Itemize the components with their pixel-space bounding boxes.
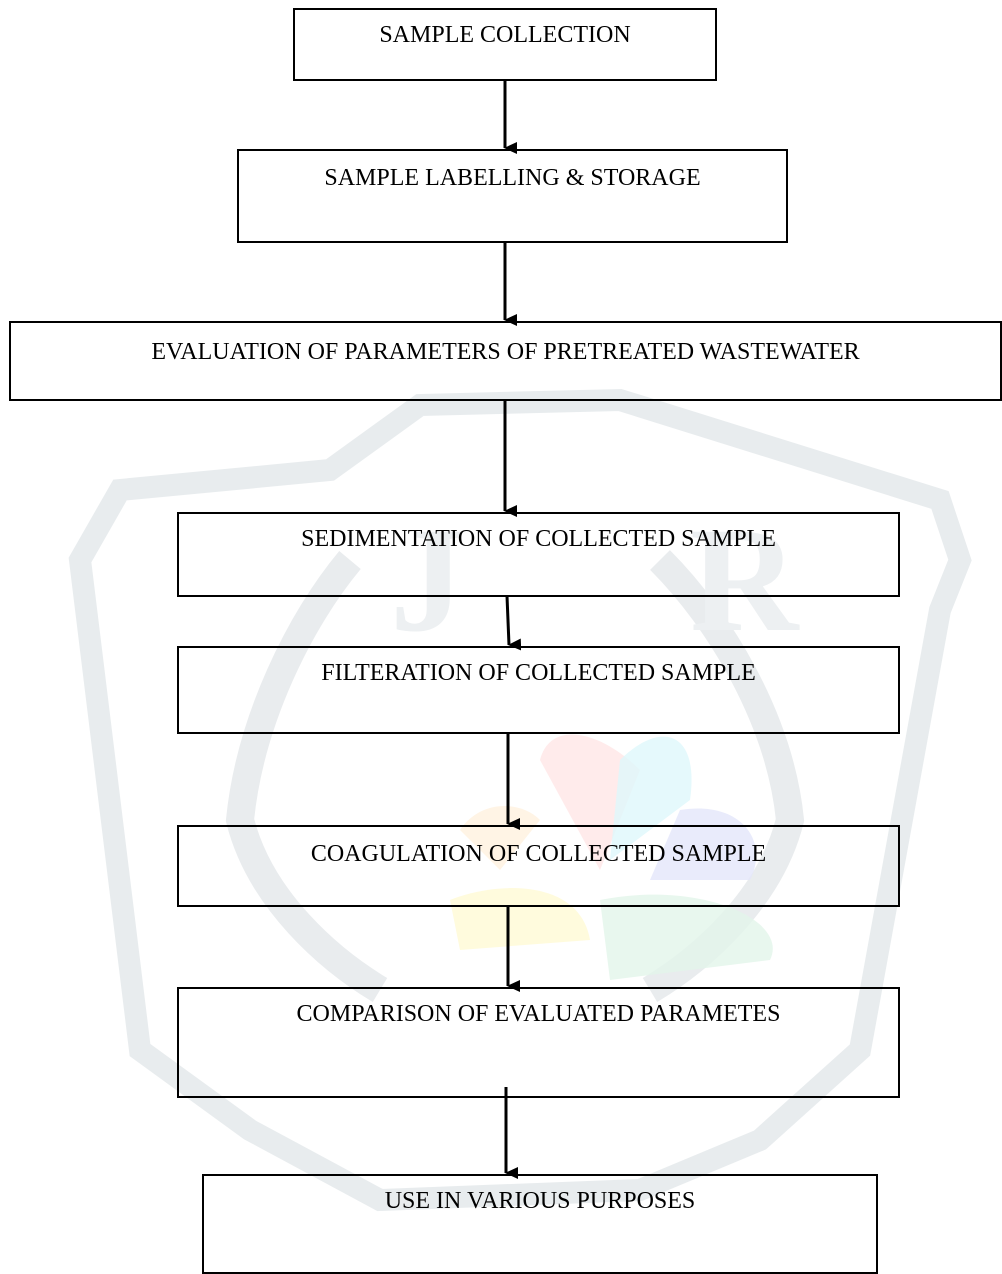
step-sample-labelling: SAMPLE LABELLING & STORAGE [237,149,788,243]
petal-red-icon [540,734,640,870]
step-use: USE IN VARIOUS PURPOSES [202,1174,878,1274]
petal-orange-icon [460,806,540,870]
step-coagulation: COAGULATION OF COLLECTED SAMPLE [177,825,900,907]
step-filteration: FILTERATION OF COLLECTED SAMPLE [177,646,900,734]
step-label: FILTERATION OF COLLECTED SAMPLE [321,660,756,686]
arrow-4 [505,595,522,651]
step-label: COAGULATION OF COLLECTED SAMPLE [310,841,767,867]
petal-cyan-icon [610,736,692,860]
shield-outline-icon [68,388,972,1212]
step-comparison: COMPARISON OF EVALUATED PARAMETES [177,987,900,1098]
step-label: USE IN VARIOUS PURPOSES [384,1188,696,1214]
step-evaluation: EVALUATION OF PARAMETERS OF PRETREATED W… [9,321,1002,401]
step-label: COMPARISON OF EVALUATED PARAMETES [296,1001,781,1027]
step-label: SAMPLE LABELLING & STORAGE [324,165,701,191]
petal-green-icon [600,894,773,980]
step-label: SAMPLE COLLECTION [379,22,631,48]
step-sample-collection: SAMPLE COLLECTION [293,8,717,81]
step-label: EVALUATION OF PARAMETERS OF PRETREATED W… [151,339,860,365]
step-label: SEDIMENTATION OF COLLECTED SAMPLE [301,526,776,552]
watermark-letters-icon: J [390,497,465,663]
watermark-letters-icon-2: R [690,497,800,663]
step-sedimentation: SEDIMENTATION OF COLLECTED SAMPLE [177,512,900,597]
laurel-left-icon [225,551,388,1003]
petal-yellow-icon [450,888,590,950]
